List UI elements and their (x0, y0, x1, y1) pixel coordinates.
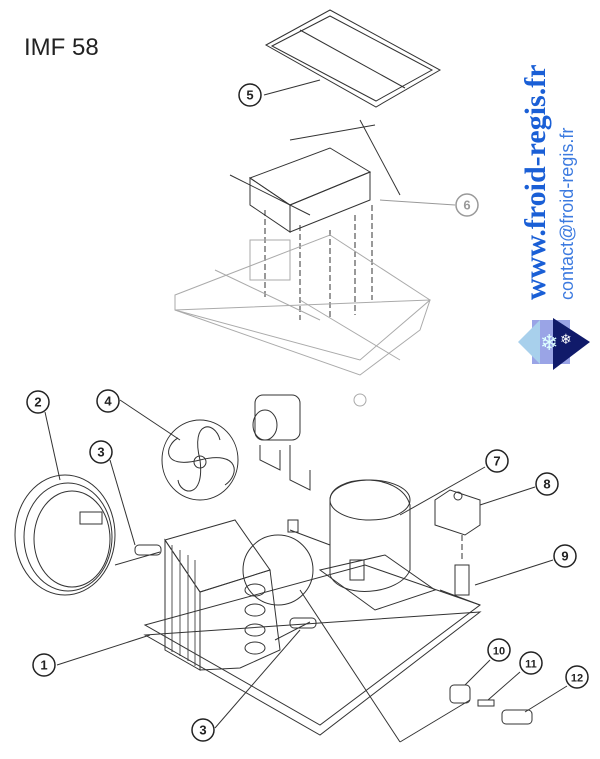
part-8-relay (434, 489, 481, 536)
part-5-lid (264, 9, 442, 108)
callout-label: 5 (246, 88, 253, 103)
callout-circle (455, 193, 479, 217)
callout-8: 8 (535, 472, 559, 496)
callout-circle (535, 472, 559, 496)
callout-circle (238, 83, 262, 107)
callout-label: 4 (104, 394, 112, 409)
callout-circle (89, 440, 113, 464)
snowflake-logo: ❄ ❄ (518, 318, 590, 370)
part-4-fan (161, 419, 239, 501)
part-2-coil (14, 474, 162, 596)
callout-4: 4 (96, 389, 120, 413)
callout-circle (487, 638, 511, 662)
callout-10: 10 (487, 638, 511, 662)
callout-circle (485, 449, 509, 473)
callout-label: 7 (493, 454, 500, 469)
part-11-core (477, 699, 495, 707)
callout-label: 3 (199, 723, 206, 738)
part-12-fitting (501, 709, 533, 725)
callout-label: 3 (97, 445, 104, 460)
callout-circle (553, 544, 577, 568)
callout-5: 5 (238, 83, 262, 107)
callout-11: 11 (519, 651, 543, 675)
part-1-condenser (164, 519, 317, 671)
part-9-valve (439, 535, 481, 606)
callout-circle (96, 389, 120, 413)
callout-label: 10 (493, 646, 505, 658)
callout-circle (32, 653, 56, 677)
callout-circle (26, 390, 50, 414)
diagram-title: IMF 58 (24, 34, 99, 61)
callout-circle (519, 651, 543, 675)
callout-6: 6 (455, 193, 479, 217)
callout-1: 1 (32, 653, 56, 677)
callout-7: 7 (485, 449, 509, 473)
callout-label: 8 (543, 477, 550, 492)
svg-text:❄: ❄ (560, 331, 572, 347)
callout-12: 12 (565, 665, 589, 689)
callout-circle (565, 665, 589, 689)
callout-circle (191, 718, 215, 742)
svg-text:❄: ❄ (540, 330, 558, 355)
machine-housing (174, 234, 431, 407)
part-7-compressor (242, 479, 437, 611)
callout-3: 3 (89, 440, 113, 464)
part-6-evaporator (229, 119, 401, 320)
callout-label: 11 (525, 659, 537, 671)
callout-label: 1 (40, 658, 47, 673)
callout-label: 9 (561, 549, 568, 564)
part-10-nut (449, 684, 471, 704)
leader-lines (44, 79, 568, 743)
callout-label: 2 (34, 395, 41, 410)
fan-motor (252, 394, 311, 491)
callout-3: 3 (191, 718, 215, 742)
callout-label: 12 (571, 673, 583, 685)
callout-2: 2 (26, 390, 50, 414)
callout-label: 6 (463, 198, 470, 213)
callout-9: 9 (553, 544, 577, 568)
